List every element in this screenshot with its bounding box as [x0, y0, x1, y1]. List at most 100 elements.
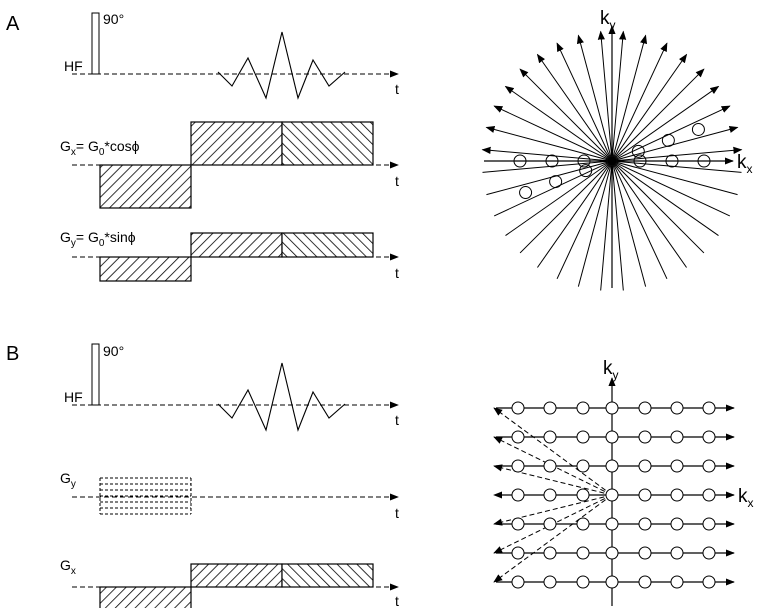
- time-label: t: [395, 412, 399, 428]
- gx-formula: Gx= G0*cosϕ: [60, 138, 140, 158]
- echo-signal: [217, 31, 346, 100]
- sample-point: [665, 154, 679, 168]
- radial-kspace: kx ky: [481, 8, 753, 291]
- sample-point: [576, 546, 590, 560]
- gradient-lobe-dephase: [99, 164, 192, 209]
- sample-point: [691, 122, 705, 136]
- sample-point: [638, 546, 652, 560]
- sample-point: [543, 488, 557, 502]
- gradient-lobe-readout-1: [190, 121, 283, 166]
- panel-b-label: B: [6, 343, 19, 365]
- prephase-path: [493, 407, 613, 496]
- kx-axis-label: kx: [737, 152, 753, 176]
- sample-point: [511, 401, 525, 415]
- gradient-lobe-readout-2: [281, 232, 374, 258]
- time-label: t: [395, 505, 399, 521]
- rf-pulse-90: [91, 12, 100, 75]
- cartesian-kspace: kx ky: [493, 358, 754, 606]
- sample-point: [576, 401, 590, 415]
- sample-point: [605, 517, 619, 531]
- sample-point: [543, 459, 557, 473]
- sample-point: [638, 459, 652, 473]
- kx-axis-label: kx: [738, 486, 754, 510]
- sample-point: [579, 164, 593, 178]
- gy-label: Gy: [60, 470, 76, 490]
- sample-point: [543, 430, 557, 444]
- gx-line-a: Gx= G0*cosϕ t: [60, 121, 399, 209]
- sample-point: [638, 517, 652, 531]
- sample-point: [605, 459, 619, 473]
- sample-point: [670, 575, 684, 589]
- sample-point: [697, 154, 711, 168]
- sample-point: [511, 488, 525, 502]
- sample-point: [638, 575, 652, 589]
- sample-point: [511, 575, 525, 589]
- hf-line-b: 90° HF t: [64, 343, 399, 432]
- prephase-path: [493, 494, 613, 583]
- gy-line-b: Gy t: [60, 470, 399, 521]
- sample-point: [543, 517, 557, 531]
- radial-spokes: [481, 30, 743, 291]
- sample-point: [702, 459, 716, 473]
- sample-point: [702, 488, 716, 502]
- gy-formula: Gy= G0*sinϕ: [60, 229, 136, 249]
- gx-line-b: Gx t: [60, 557, 399, 608]
- time-label: t: [395, 593, 399, 608]
- sample-point: [702, 401, 716, 415]
- cartesian-samples: [511, 401, 716, 589]
- sample-point: [702, 430, 716, 444]
- sample-point: [638, 430, 652, 444]
- sample-point: [543, 546, 557, 560]
- sample-point: [638, 401, 652, 415]
- sample-point: [519, 186, 533, 200]
- sample-point: [576, 517, 590, 531]
- sample-point: [543, 575, 557, 589]
- sample-point: [605, 546, 619, 560]
- ky-axis-label: ky: [603, 358, 619, 382]
- sample-point: [577, 154, 591, 168]
- sample-point: [511, 517, 525, 531]
- sample-point: [638, 488, 652, 502]
- radial-spoke: [481, 146, 742, 173]
- sample-point: [549, 175, 563, 189]
- sample-point: [576, 575, 590, 589]
- panel-b-timing: B 90° HF t Gy t Gx t: [6, 343, 399, 608]
- sample-point: [513, 154, 527, 168]
- hf-line-a: 90° HF t: [64, 11, 399, 100]
- panel-a-label: A: [6, 13, 20, 35]
- sample-point: [702, 517, 716, 531]
- sample-point: [670, 517, 684, 531]
- panel-a-timing: A 90° HF t Gx= G0*cosϕ t Gy= G0*sinϕ: [6, 11, 399, 282]
- sample-point: [511, 430, 525, 444]
- sample-point: [545, 154, 559, 168]
- sample-point: [511, 546, 525, 560]
- gy-line-a: Gy= G0*sinϕ t: [60, 229, 399, 282]
- time-label: t: [395, 265, 399, 281]
- sample-point: [661, 133, 675, 147]
- phase-encode-steps: [99, 477, 192, 515]
- sample-point: [605, 430, 619, 444]
- prephase-path: [493, 464, 613, 496]
- flip-angle-label: 90°: [103, 11, 124, 27]
- sample-point: [605, 575, 619, 589]
- hf-label: HF: [64, 58, 83, 74]
- ky-axis-label: ky: [600, 8, 616, 32]
- prephase-path: [493, 494, 613, 526]
- gradient-lobe-readout-1: [190, 232, 283, 258]
- sample-point: [670, 488, 684, 502]
- time-label: t: [395, 173, 399, 189]
- sample-point: [702, 575, 716, 589]
- sample-point: [670, 546, 684, 560]
- rf-pulse-90: [91, 343, 100, 406]
- sample-point: [702, 546, 716, 560]
- gx-label: Gx: [60, 557, 76, 577]
- sample-point: [605, 488, 619, 502]
- sample-point: [543, 401, 557, 415]
- sample-point: [633, 154, 647, 168]
- sample-point: [631, 144, 645, 158]
- gradient-lobe-dephase: [99, 586, 192, 608]
- gradient-lobe-readout-2: [281, 121, 374, 166]
- gradient-lobe-dephase: [99, 256, 192, 282]
- sample-point: [576, 459, 590, 473]
